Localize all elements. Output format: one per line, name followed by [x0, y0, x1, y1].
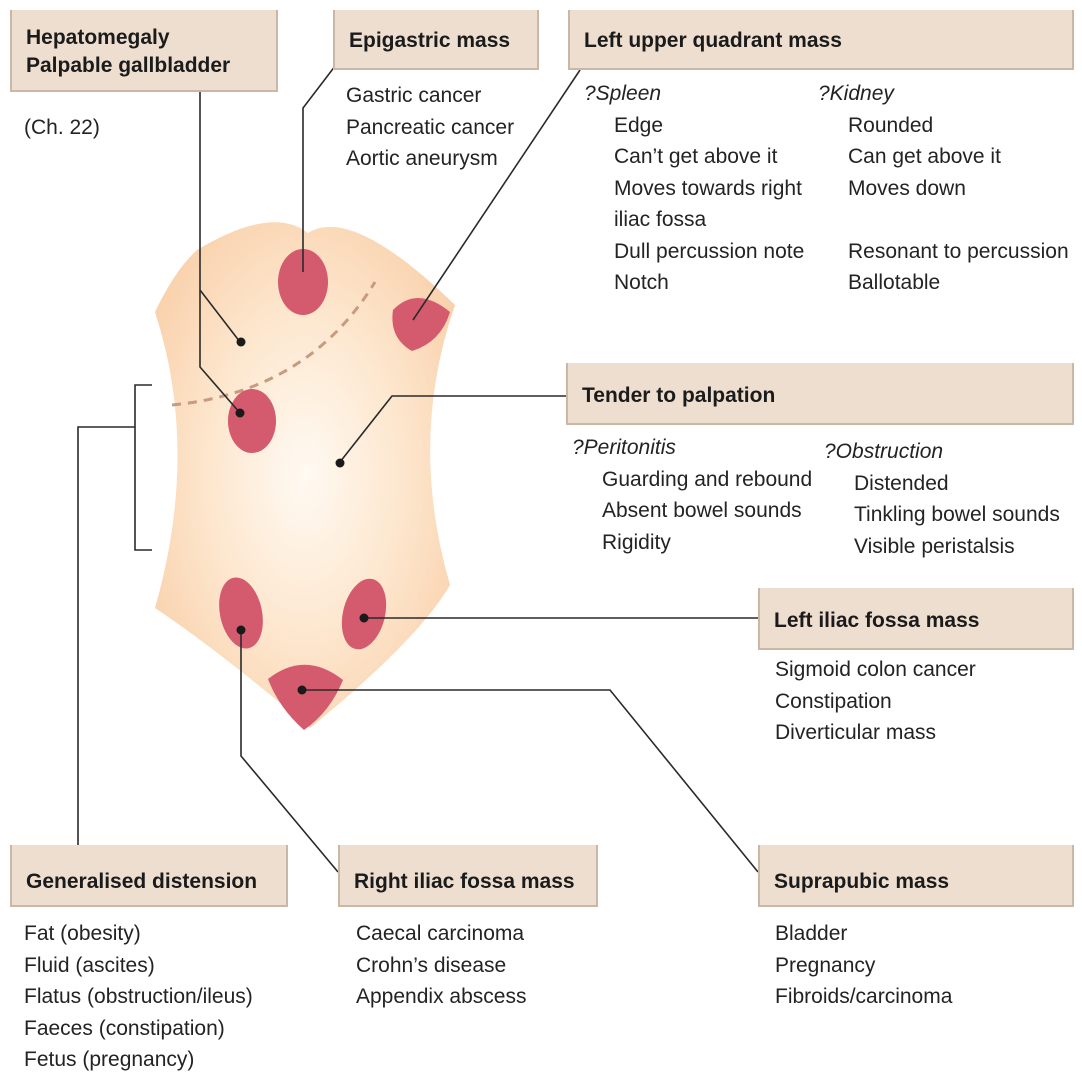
list-item: Rounded	[848, 113, 934, 137]
costal-margin-dashed-line	[171, 281, 377, 407]
obstruction-heading: ?Obstruction	[824, 440, 944, 463]
list-item: iliac fossa	[614, 208, 707, 231]
list-item: Moves down	[848, 176, 966, 200]
list-item: Gastric cancer	[346, 84, 482, 107]
peritonitis-heading: ?Peritonitis	[572, 436, 676, 459]
list-item: Resonant to percussion	[848, 239, 1069, 263]
gallbladder-marker	[235, 408, 245, 418]
epigastric-list: Gastric cancer Pancreatic cancer Aortic …	[346, 80, 514, 175]
list-item: Constipation	[775, 689, 892, 713]
suprapubic-title: Suprapubic mass	[774, 870, 950, 893]
tender-title: Tender to palpation	[582, 384, 776, 407]
tender-marker	[335, 458, 345, 468]
luq-title: Left upper quadrant mass	[584, 29, 842, 52]
epigastric-mass-shape	[278, 249, 328, 315]
leader-suprapubic	[302, 689, 759, 873]
rif-marker	[236, 625, 246, 635]
luq-mass-shape	[392, 297, 450, 351]
leader-luq	[412, 69, 581, 321]
list-item: Tinkling bowel sounds	[854, 503, 1060, 526]
list-item: Crohn’s disease	[356, 953, 507, 977]
list-item: Aortic aneurysm	[346, 147, 498, 170]
lif-box: Left iliac fossa mass	[758, 588, 1074, 650]
list-item: Caecal carcinoma	[356, 922, 525, 945]
lif-list: Sigmoid colon cancer Constipation Divert…	[775, 654, 976, 749]
list-item: Can get above it	[848, 145, 1001, 168]
lif-title: Left iliac fossa mass	[774, 609, 980, 632]
suprapubic-marker	[297, 685, 307, 695]
epigastric-box: Epigastric mass	[333, 10, 539, 70]
list-item: Rigidity	[602, 530, 671, 554]
generalised-title: Generalised distension	[26, 870, 258, 893]
list-item: Flatus (obstruction/ileus)	[24, 985, 253, 1008]
hepatomegaly-title: Hepatomegaly	[26, 26, 170, 49]
list-item: Fluid (ascites)	[24, 953, 155, 977]
liver-marker	[236, 337, 246, 347]
list-item: Ballotable	[848, 271, 941, 294]
kidney-heading: ?Kidney	[818, 82, 894, 105]
generalised-box: Generalised distension	[10, 845, 288, 907]
list-item: Fibroids/carcinoma	[775, 985, 953, 1008]
suprapubic-box: Suprapubic mass	[758, 845, 1074, 907]
rif-box: Right iliac fossa mass	[338, 845, 598, 907]
generalised-list: Fat (obesity) Fluid (ascites) Flatus (ob…	[24, 918, 253, 1076]
leader-generalised	[77, 426, 135, 845]
liver-mass-shape	[228, 389, 276, 453]
hepatomegaly-box: Hepatomegaly Palpable gallbladder	[10, 10, 278, 92]
list-item: Can’t get above it	[614, 145, 778, 168]
list-item: Bladder	[775, 922, 848, 945]
list-item: Pancreatic cancer	[346, 115, 515, 139]
rif-mass-shape	[219, 577, 263, 649]
suprapubic-mass-shape	[268, 664, 343, 730]
list-item: Diverticular mass	[775, 721, 937, 744]
luq-box: Left upper quadrant mass	[568, 10, 1074, 70]
leader-rif	[240, 630, 339, 873]
list-item: Edge	[614, 113, 664, 137]
list-item: Faeces (constipation)	[24, 1016, 225, 1040]
list-item: Dull percussion note	[614, 239, 805, 263]
list-item: Fat (obesity)	[24, 922, 141, 945]
list-item: Absent bowel sounds	[602, 499, 802, 522]
spleen-column: ?Spleen Edge Can’t get above it Moves to…	[584, 78, 804, 299]
spleen-heading: ?Spleen	[584, 82, 662, 105]
leader-tender	[339, 395, 567, 463]
suprapubic-list: Bladder Pregnancy Fibroids/carcinoma	[775, 918, 952, 1013]
rif-list: Caecal carcinoma Crohn’s disease Appendi…	[356, 918, 526, 1013]
list-item: Appendix abscess	[356, 985, 527, 1008]
kidney-column: ?Kidney Rounded Can get above it Moves d…	[818, 78, 1069, 299]
palpable-gallbladder-title: Palpable gallbladder	[26, 54, 231, 77]
epigastric-title: Epigastric mass	[349, 29, 511, 52]
list-item: Moves towards right	[614, 176, 802, 200]
leader-epigastric	[302, 56, 343, 272]
peritonitis-column: ?Peritonitis Guarding and rebound Absent…	[572, 432, 812, 558]
list-item: Visible peristalsis	[854, 534, 1015, 558]
list-item: Pregnancy	[775, 953, 876, 977]
list-item: Sigmoid colon cancer	[775, 658, 976, 681]
leader-gallbladder	[199, 290, 241, 414]
leader-generalised-bracket	[134, 384, 152, 551]
list-item: Distended	[854, 471, 949, 495]
list-item: Fetus (pregnancy)	[24, 1048, 195, 1071]
list-item: Guarding and rebound	[602, 467, 813, 491]
chapter-note: (Ch. 22)	[24, 116, 100, 139]
list-item: Notch	[614, 271, 669, 294]
rif-title: Right iliac fossa mass	[354, 870, 575, 893]
tender-box: Tender to palpation	[566, 363, 1074, 425]
obstruction-column: ?Obstruction Distended Tinkling bowel so…	[824, 436, 1060, 562]
lif-marker	[359, 613, 369, 623]
